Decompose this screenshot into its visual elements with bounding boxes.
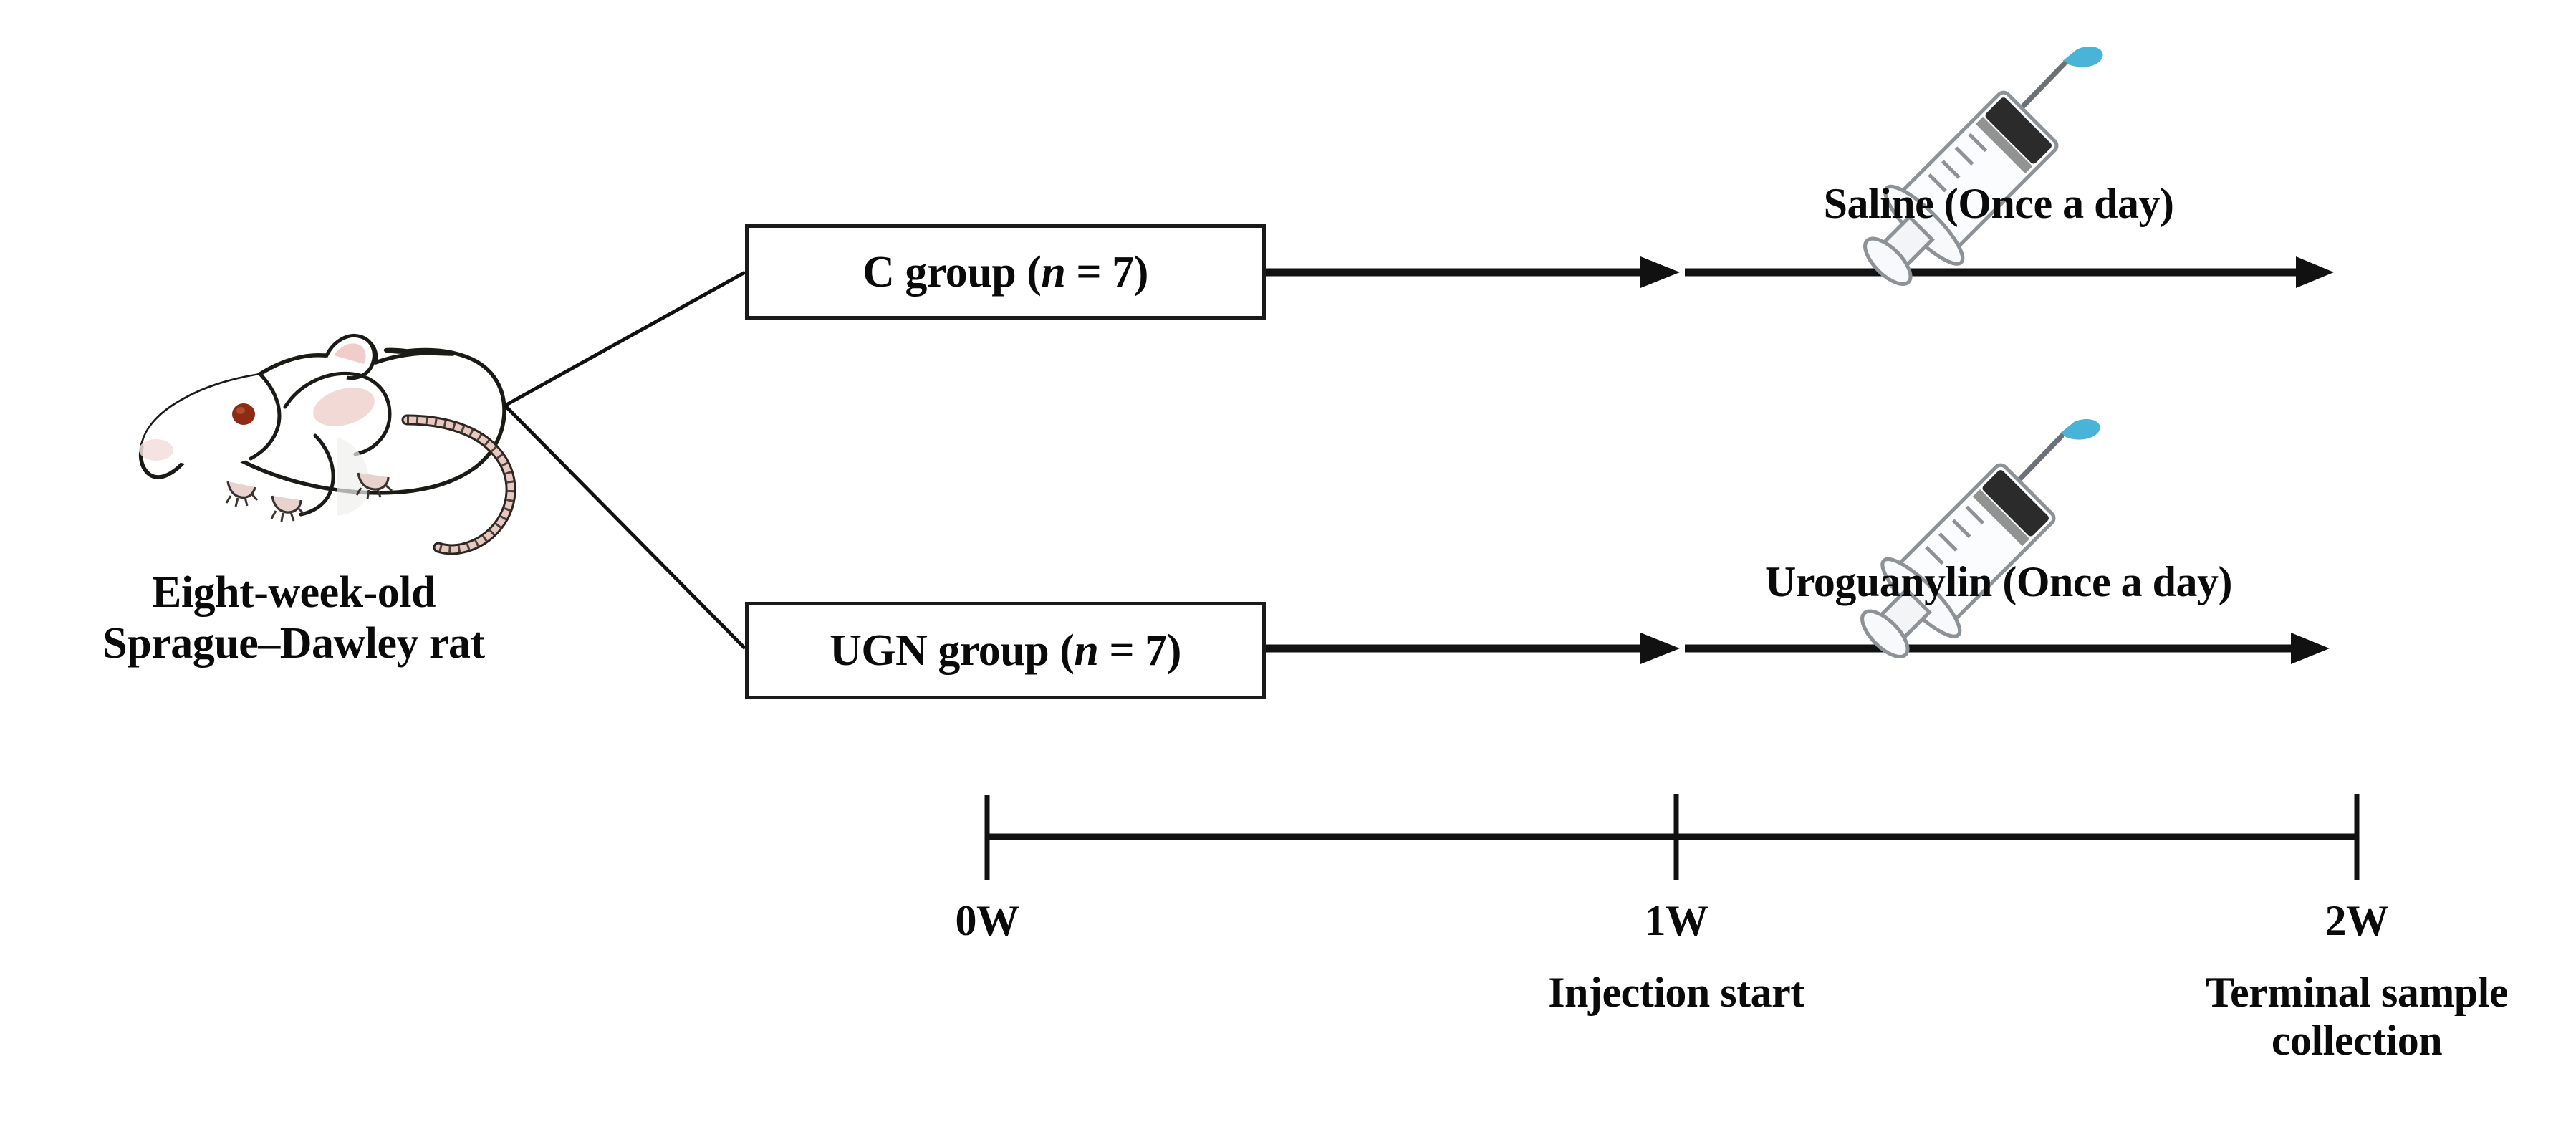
ugn-group-box[interactable]: UGN group (n = 7) — [745, 602, 1266, 699]
ugn-group-label-main: UGN group ( — [830, 626, 1075, 675]
ugn-group-label-tail: = 7) — [1098, 626, 1181, 675]
timeline-label-2w: 2W — [2325, 897, 2390, 944]
ugn-group-arrows — [1266, 633, 2330, 664]
c-group-arrows — [1266, 256, 2334, 288]
c-group-label-tail: = 7) — [1065, 247, 1148, 297]
c-group-label-n: n — [1041, 247, 1066, 297]
timeline-sublabel-2w: Terminal sample collection — [2171, 969, 2543, 1065]
timeline-sublabel-2w-line1: Terminal sample — [2206, 969, 2508, 1016]
rat-eye — [232, 403, 255, 425]
subject-label-line2: Sprague–Dawley rat — [102, 618, 485, 668]
subject-label-line1: Eight-week-old — [152, 568, 436, 617]
syringe-icon-saline — [1863, 47, 2103, 286]
droplet-icon — [2060, 419, 2100, 440]
c-group-label: C group (n = 7) — [862, 250, 1148, 294]
ugn-group-label: UGN group (n = 7) — [830, 628, 1181, 673]
timeline-sublabel-2w-line2: collection — [2271, 1017, 2443, 1065]
uroguanylin-treatment-label: Uroguanylin (Once a day) — [1765, 558, 2232, 605]
timeline-label-1w: 1W — [1644, 897, 1709, 944]
syringe-icon-uroguanylin — [1860, 419, 2100, 658]
c-group-box[interactable]: C group (n = 7) — [745, 224, 1266, 320]
c-group-label-main: C group ( — [862, 247, 1042, 297]
ugn-group-label-n: n — [1074, 626, 1099, 675]
study-timeline — [984, 794, 2360, 880]
saline-treatment-label: Saline (Once a day) — [1823, 180, 2174, 227]
rat-illustration — [138, 334, 516, 555]
connector-to-c-group — [504, 270, 746, 408]
droplet-icon — [2062, 47, 2103, 67]
timeline-sublabel-1w: Injection start — [1548, 969, 1804, 1016]
timeline-label-0w: 0W — [955, 897, 1020, 944]
subject-label: Eight-week-old Sprague–Dawley rat — [0, 567, 587, 668]
